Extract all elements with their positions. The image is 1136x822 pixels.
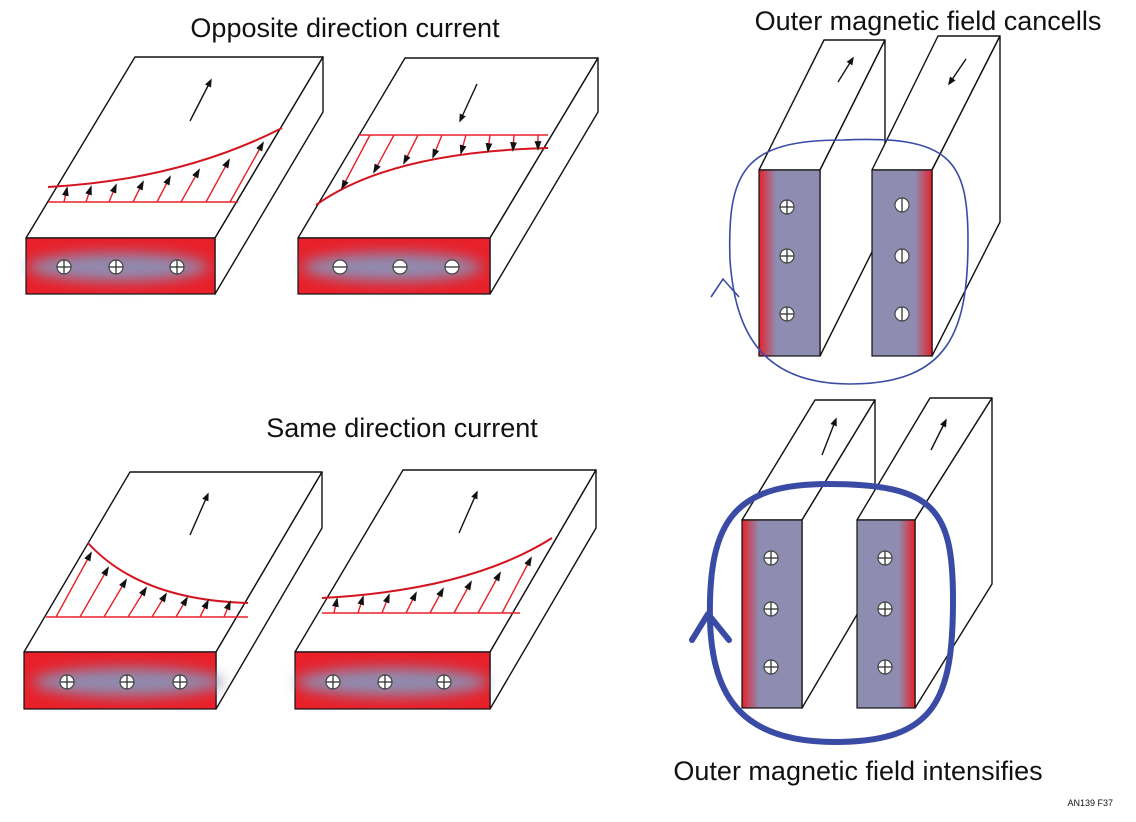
cancel-field-arrowhead [710,277,740,298]
title-opposite-direction: Opposite direction current [190,13,500,43]
cancel-right-charges [894,197,910,322]
opposite-right-current-arrows [341,134,542,190]
same-left-slab [23,471,323,710]
intensify-left-charges [763,550,779,675]
intensify-field-loop [706,480,957,746]
opposite-left-current-arrows [62,141,264,203]
intensify-conductors [741,397,993,709]
intensify-right-charges [877,550,893,675]
opposite-left-charges [56,259,185,275]
opposite-right-charges [332,259,460,275]
same-left-current-arrows [55,551,231,618]
same-right-charges [325,674,452,690]
cancel-left-charges [779,199,795,322]
intensify-field-arrowhead [689,611,732,643]
same-right-slab [294,469,597,710]
cancel-conductors [758,35,1001,357]
title-field-cancels: Outer magnetic field cancells [755,6,1102,36]
opposite-left-slab [25,56,324,295]
title-same-direction: Same direction current [266,413,538,443]
same-right-current-arrows [332,556,532,614]
same-left-charges [59,674,188,690]
figure-id: AN139 F37 [1067,798,1113,808]
cancel-field-loop [728,138,969,385]
opposite-right-slab [297,57,599,295]
title-field-intensifies: Outer magnetic field intensifies [673,756,1042,786]
